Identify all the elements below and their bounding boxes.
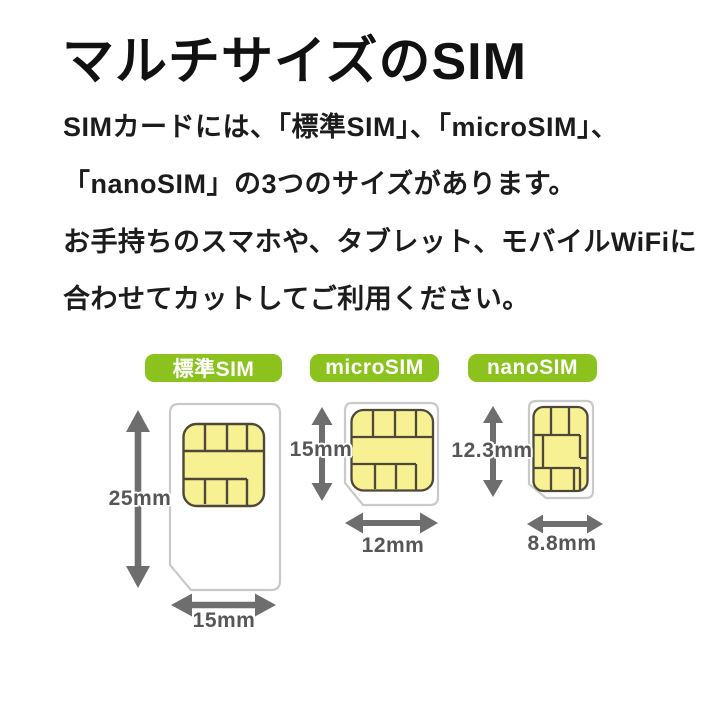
width-arrow-icon xyxy=(171,593,276,617)
width-arrow-icon xyxy=(345,512,438,534)
nano-sim-height-label: 12.3mm xyxy=(451,439,533,462)
description-line-4: 合わせてカットしてご利用ください。 xyxy=(63,284,530,314)
description-line-2: 「nanoSIM」の3つのサイズがあります。 xyxy=(63,169,577,199)
description-line-1: SIMカードには、「標準SIM」、「microSIM」、 xyxy=(63,112,619,142)
description-line-3: お手持ちのスマホや、タブレット、モバイルWiFiに xyxy=(63,227,698,257)
page-title: マルチサイズのSIM xyxy=(62,33,527,91)
micro-sim-figure xyxy=(311,401,440,534)
badge-nano-sim: nanoSIM xyxy=(468,354,597,382)
micro-sim-height-label: 15mm xyxy=(289,438,353,461)
height-arrow-icon xyxy=(126,410,150,588)
standard-sim-figure xyxy=(126,402,282,617)
width-arrow-icon xyxy=(527,514,603,534)
sim-chip-contacts xyxy=(534,408,587,490)
sim-chip-icon xyxy=(350,408,435,492)
micro-sim-width-label: 12mm xyxy=(361,534,425,557)
standard-sim-width-label: 15mm xyxy=(192,609,256,632)
sim-chip-icon xyxy=(182,422,266,508)
standard-sim-height-label: 25mm xyxy=(108,487,172,510)
sim-chip-contacts xyxy=(184,425,263,505)
badge-standard-sim: 標準SIM xyxy=(145,354,282,382)
sim-chip-contacts xyxy=(352,411,432,490)
height-arrow-icon xyxy=(311,407,333,501)
nano-sim-width-label: 8.8mm xyxy=(527,532,597,555)
height-arrow-icon xyxy=(483,406,503,497)
nano-sim-figure xyxy=(483,399,603,534)
badge-micro-sim: microSIM xyxy=(310,354,439,382)
